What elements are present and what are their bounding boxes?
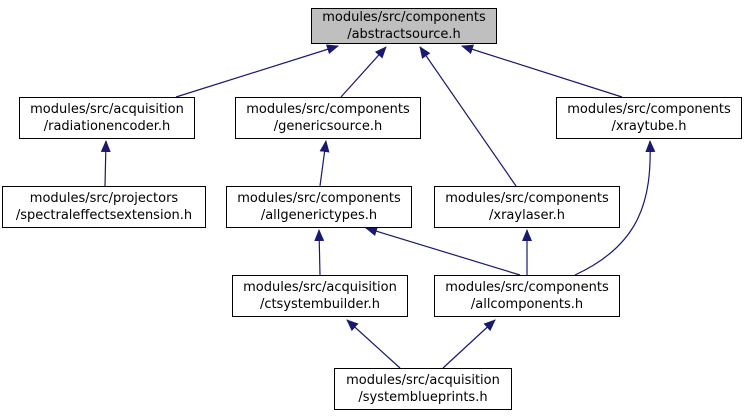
node-file: /allgenerictypes.h <box>260 208 378 223</box>
node-xraylaser-h[interactable]: modules/src/components /xraylaser.h <box>434 186 620 228</box>
node-file: /spectraleffectsextension.h <box>15 208 193 223</box>
node-path: modules/src/acquisition <box>243 280 397 295</box>
node-path: modules/src/acquisition <box>30 102 184 117</box>
node-file: /allcomponents.h <box>470 297 584 312</box>
node-path: modules/src/projectors <box>29 191 179 206</box>
node-path: modules/src/acquisition <box>346 373 500 388</box>
edge-allgenerictypes-to-genericsource <box>319 140 330 187</box>
node-path: modules/src/components <box>237 191 401 206</box>
edge-ctsystembuilder-to-allgenerictypes <box>314 229 325 276</box>
node-ctsystembuilder-h[interactable]: modules/src/acquisition /ctsystembuilder… <box>232 275 408 317</box>
node-path: modules/src/components <box>445 191 609 206</box>
edge-radiationencoder-to-abstractsource <box>175 44 339 98</box>
edge-systemblueprints-to-allcomponents <box>442 319 496 369</box>
node-file: /ctsystembuilder.h <box>259 297 381 312</box>
node-file: /genericsource.h <box>273 119 383 134</box>
node-allcomponents-h[interactable]: modules/src/components /allcomponents.h <box>434 275 620 317</box>
node-radiationencoder-h[interactable]: modules/src/acquisition /radiationencode… <box>19 97 195 139</box>
node-path: modules/src/components <box>567 102 731 117</box>
node-genericsource-h[interactable]: modules/src/components /genericsource.h <box>235 97 421 139</box>
edge-genericsource-to-abstractsource <box>340 46 387 98</box>
node-path: modules/src/components <box>246 102 410 117</box>
edge-xraytube-to-abstractsource <box>461 44 623 98</box>
node-systemblueprints-h[interactable]: modules/src/acquisition /systemblueprint… <box>334 368 512 410</box>
node-file: /systemblueprints.h <box>358 390 488 405</box>
edge-xraylaser-to-abstractsource <box>419 46 517 187</box>
node-path: modules/src/components <box>322 10 486 25</box>
node-file: /xraylaser.h <box>489 208 565 223</box>
node-file: /radiationencoder.h <box>43 119 171 134</box>
node-abstractsource-h: modules/src/components /abstractsource.h <box>311 8 497 44</box>
node-xraytube-h[interactable]: modules/src/components /xraytube.h <box>556 97 742 139</box>
node-allgenerictypes-h[interactable]: modules/src/components /allgenerictypes.… <box>226 186 412 228</box>
node-path: modules/src/components <box>445 280 609 295</box>
edge-allcomponents-to-allgenerictypes <box>365 226 521 276</box>
node-spectraleffectsextension-h[interactable]: modules/src/projectors /spectraleffectse… <box>2 186 206 228</box>
edge-allcomponents-to-xraytube <box>574 140 656 276</box>
edge-systemblueprints-to-ctsystembuilder <box>346 319 401 369</box>
node-file: /xraytube.h <box>611 119 687 134</box>
edge-spectraleffectsextension-to-radiationencoder <box>100 140 111 187</box>
node-file: /abstractsource.h <box>347 27 461 42</box>
